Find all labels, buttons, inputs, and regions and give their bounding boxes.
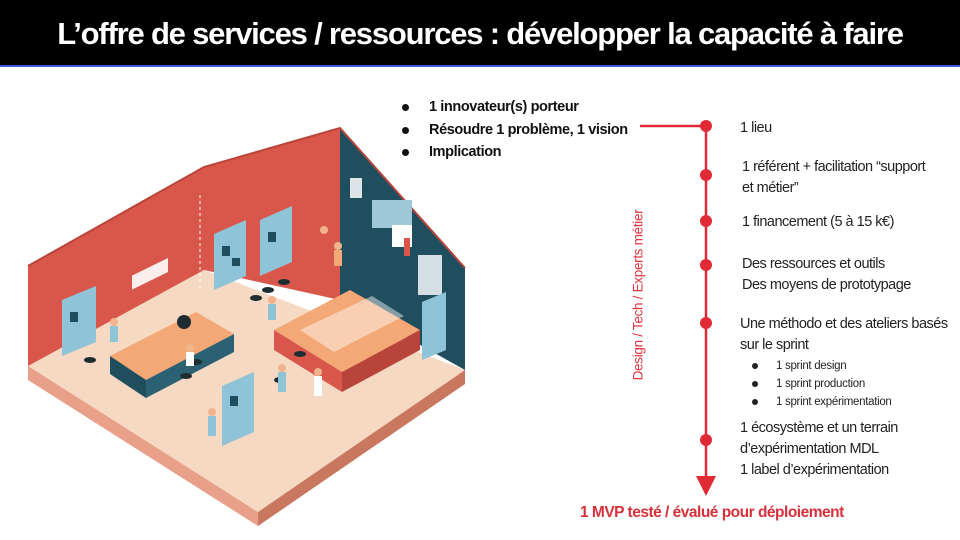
timeline-step: 1 référent + facilitation “support et mé… [742, 157, 926, 199]
step-line: sur le sprint [740, 337, 809, 353]
step-line: 1 écosystème et un terrain [740, 420, 898, 436]
step-line: 1 financement (5 à 15 k€) [742, 214, 894, 230]
sprint-item: 1 sprint expérimentation [752, 393, 892, 411]
page-title: L’offre de services / ressources : dével… [57, 16, 904, 51]
sprint-item: 1 sprint production [752, 375, 892, 393]
intro-bullet: Implication [402, 141, 628, 164]
timeline-step: 1 écosystème et un terrain d’expérimenta… [740, 418, 898, 481]
intro-bullet: Résoudre 1 problème, 1 vision [402, 119, 628, 142]
step-line: 1 label d’expérimentation [740, 462, 889, 478]
timeline-dot [700, 317, 712, 329]
sprint-item: 1 sprint design [752, 357, 892, 375]
step-line: 1 lieu [740, 120, 772, 136]
timeline-step: Des ressources et outils Des moyens de p… [742, 254, 911, 296]
timeline-step: 1 lieu [740, 118, 772, 139]
timeline-step: 1 financement (5 à 15 k€) [742, 212, 894, 233]
timeline-arrow-icon [696, 476, 716, 496]
timeline-dot [700, 120, 712, 132]
step-line: d’expérimentation MDL [740, 441, 879, 457]
timeline-dot [700, 169, 712, 181]
timeline-result: 1 MVP testé / évalué pour déploiement [580, 504, 844, 521]
timeline-dot [700, 259, 712, 271]
timeline-dot [700, 434, 712, 446]
step-line: Des moyens de prototypage [742, 277, 911, 293]
title-bar [0, 0, 960, 67]
timeline-step: Une méthodo et des ateliers basés sur le… [740, 314, 948, 356]
intro-bullet: 1 innovateur(s) porteur [402, 96, 628, 119]
timeline-vertical-label: Design / Tech / Experts métier [630, 209, 646, 381]
sprint-sub-list: 1 sprint design 1 sprint production 1 sp… [752, 357, 892, 411]
step-line: Une méthodo et des ateliers basés [740, 316, 948, 332]
step-line: Des ressources et outils [742, 256, 885, 272]
intro-bullet-list: 1 innovateur(s) porteur Résoudre 1 probl… [402, 96, 628, 164]
timeline-dot [700, 215, 712, 227]
step-line: 1 référent + facilitation “support [742, 159, 926, 175]
step-line: et métier” [742, 180, 799, 196]
